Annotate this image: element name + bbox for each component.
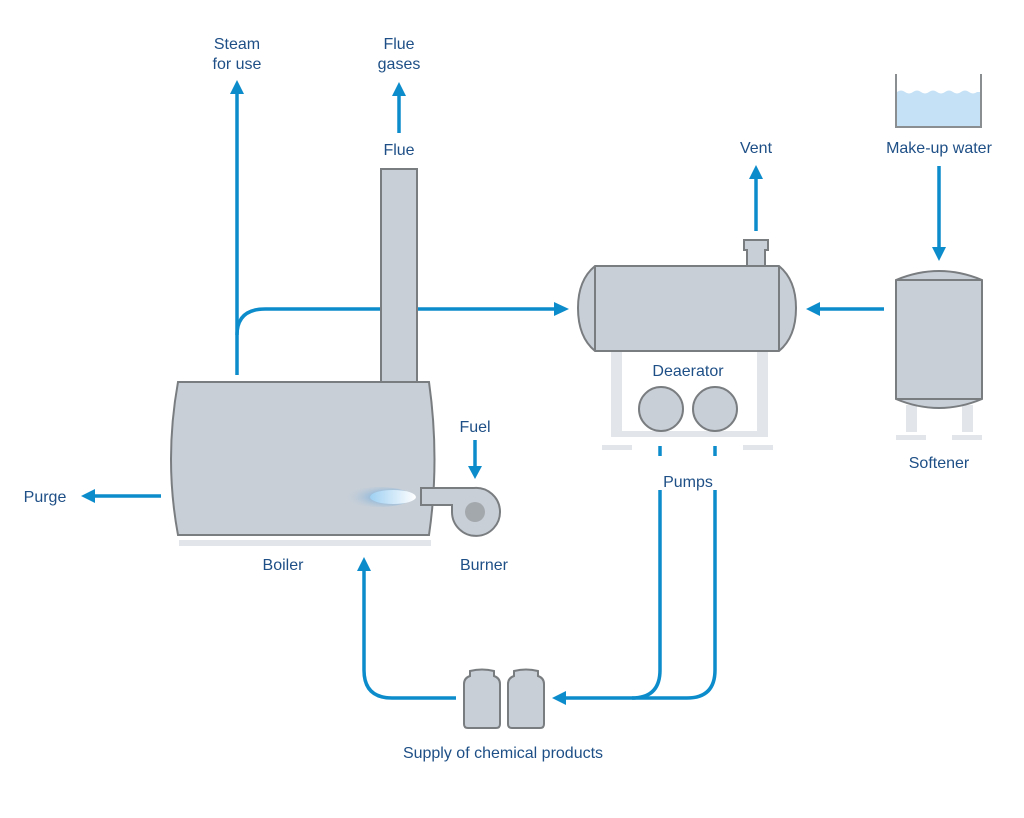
- burner-label: Burner: [460, 557, 509, 574]
- softener-foot-left: [896, 435, 926, 440]
- deaerator: [576, 239, 798, 450]
- makeup-water-flow: [932, 166, 946, 261]
- deaerator-softwater-arrow-icon: [806, 302, 820, 316]
- purge-flow: [81, 489, 161, 503]
- flue-gases-label-line1: Flue: [383, 36, 414, 53]
- fuel-label: Fuel: [459, 419, 490, 436]
- deaerator-inlet-arrow-icon: [554, 302, 569, 316]
- chemical-supply: [463, 668, 545, 729]
- deaerator-label: Deaerator: [652, 363, 724, 380]
- vent-arrow-icon: [749, 165, 763, 179]
- makeup-water-tank: [895, 74, 982, 128]
- softener-inlet-arrow-icon: [932, 247, 946, 261]
- boiler: [170, 381, 436, 546]
- pump-2: [692, 386, 738, 432]
- burner-housing: [420, 486, 501, 537]
- steam-to-deaerator-flow: [235, 302, 569, 336]
- deaerator-leg-left: [611, 351, 622, 437]
- softener-foot-right: [952, 435, 982, 440]
- water-level: [897, 90, 980, 126]
- boiler-label: Boiler: [263, 557, 305, 574]
- steam-label-line1: Steam: [214, 36, 260, 53]
- flue-gases-label-line2: gases: [378, 56, 421, 73]
- purge-arrow-icon: [81, 489, 95, 503]
- boiler-base: [179, 540, 431, 546]
- deaerator-tank: [576, 265, 798, 352]
- softener-label: Softener: [909, 455, 970, 472]
- softener-leg-right: [962, 405, 973, 432]
- boiler-body: [170, 381, 436, 536]
- softener-leg-left: [906, 405, 917, 432]
- flue-gases-arrow-icon: [392, 82, 406, 96]
- pump1-discharge-pipe: [565, 490, 662, 700]
- deaerator-leg-right: [757, 351, 768, 437]
- vent-nozzle: [743, 239, 769, 267]
- steam-arrow-icon: [230, 80, 244, 94]
- flue-stack: [380, 168, 418, 384]
- chemical-bottle-1: [463, 668, 501, 729]
- pumps: [638, 386, 738, 432]
- chemical-bottle-2: [507, 668, 545, 729]
- flame-core-icon: [370, 490, 416, 504]
- softener-to-deaerator-flow: [806, 302, 884, 316]
- feedwater-pipe: [362, 570, 456, 700]
- chemicals-label: Supply of chemical products: [403, 745, 603, 762]
- steam-label-line2: for use: [213, 56, 262, 73]
- deaerator-foot-right: [743, 445, 773, 450]
- chemicals-to-boiler-flow: [357, 557, 456, 700]
- vent-flow: [749, 165, 763, 231]
- fuel-flow: [468, 440, 482, 479]
- flue-label: Flue: [383, 142, 414, 159]
- pump-1: [638, 386, 684, 432]
- chemicals-inlet-arrow-icon: [552, 691, 566, 705]
- fuel-arrow-icon: [468, 466, 482, 479]
- makeup-water-label: Make-up water: [886, 140, 992, 157]
- boiler-feed-arrow-icon: [357, 557, 371, 571]
- pumps-label: Pumps: [663, 474, 713, 491]
- vent-label: Vent: [740, 140, 773, 157]
- flue-gases-flow: [392, 82, 406, 133]
- deaerator-foot-left: [602, 445, 632, 450]
- deaerator-frame-bottom: [611, 431, 768, 437]
- softener-vessel: [895, 270, 983, 409]
- pump2-discharge-pipe: [632, 490, 717, 700]
- steam-to-deaerator-pipe: [235, 307, 556, 336]
- softener: [895, 270, 983, 440]
- tank-walls: [895, 74, 982, 128]
- pumps-to-chemicals-flow: [552, 446, 717, 705]
- burner: [420, 486, 501, 537]
- burner-fan-icon: [465, 502, 485, 522]
- purge-label: Purge: [24, 489, 67, 506]
